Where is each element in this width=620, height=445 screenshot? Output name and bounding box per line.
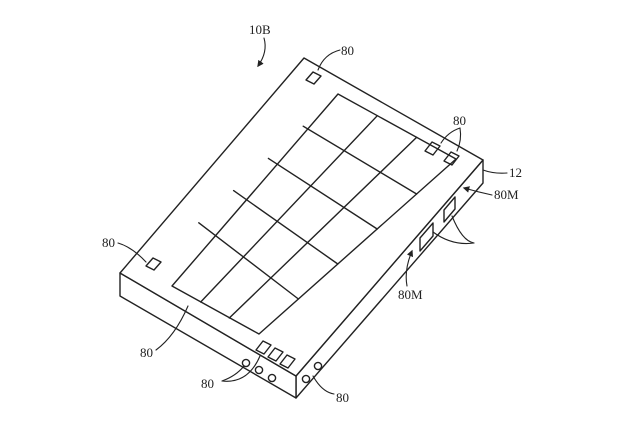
display-grid [171, 93, 457, 335]
label-sensor-front: 80 [201, 376, 214, 391]
front-ports [241, 358, 323, 384]
leader-80-left [117, 242, 147, 263]
leader-80-top [317, 49, 341, 71]
leader-lines [117, 37, 508, 395]
label-sensor-front-right: 80 [336, 390, 349, 405]
sensor-square [255, 340, 272, 355]
leader-80m-upper [462, 186, 493, 196]
leader-80-bottom-a [221, 365, 245, 382]
label-device: 10B [249, 22, 271, 37]
label-sensor-display: 80 [140, 345, 153, 360]
sensor-square [267, 347, 284, 362]
device-housing [119, 57, 484, 399]
label-sensor-m-upper: 80M [494, 187, 519, 202]
port-hole [313, 361, 323, 371]
port-hole [267, 373, 277, 383]
leader-80-right-b [456, 127, 462, 152]
side-sensor-module [443, 196, 456, 223]
leader-10b [257, 37, 266, 68]
label-housing: 12 [509, 165, 522, 180]
leader-80m-lower [405, 249, 413, 287]
leader-80m-upper-a [451, 215, 475, 244]
top-sensors [145, 71, 460, 369]
sensor-square [424, 141, 441, 156]
grid-col-line [199, 114, 378, 303]
sensor-square [279, 354, 296, 369]
leader-12 [482, 169, 508, 174]
leader-80-bottom-b [221, 355, 261, 382]
sensor-square [305, 71, 322, 85]
grid-row-line [198, 222, 300, 300]
leader-80-bottom-right [312, 375, 335, 395]
leader-80m-upper-b [432, 231, 475, 245]
label-sensor-top: 80 [341, 43, 354, 58]
port-hole [301, 374, 311, 384]
leader-80-display [155, 305, 189, 351]
leader-80-right-a [440, 127, 461, 144]
reference-labels: 10B 80 80 12 80M 80M 80 80 80 80 [102, 22, 522, 405]
housing-top-face [119, 57, 484, 377]
label-sensor-right: 80 [453, 113, 466, 128]
sensor-square [443, 151, 460, 166]
sensor-square [145, 257, 162, 271]
label-sensor-left: 80 [102, 235, 115, 250]
grid-row-line [302, 125, 418, 195]
port-hole [254, 365, 264, 375]
grid-row-line [267, 157, 378, 230]
port-hole [241, 358, 251, 368]
grid-col-line [228, 136, 418, 319]
label-sensor-m-lower: 80M [398, 287, 423, 302]
grid-row-line [232, 189, 339, 265]
